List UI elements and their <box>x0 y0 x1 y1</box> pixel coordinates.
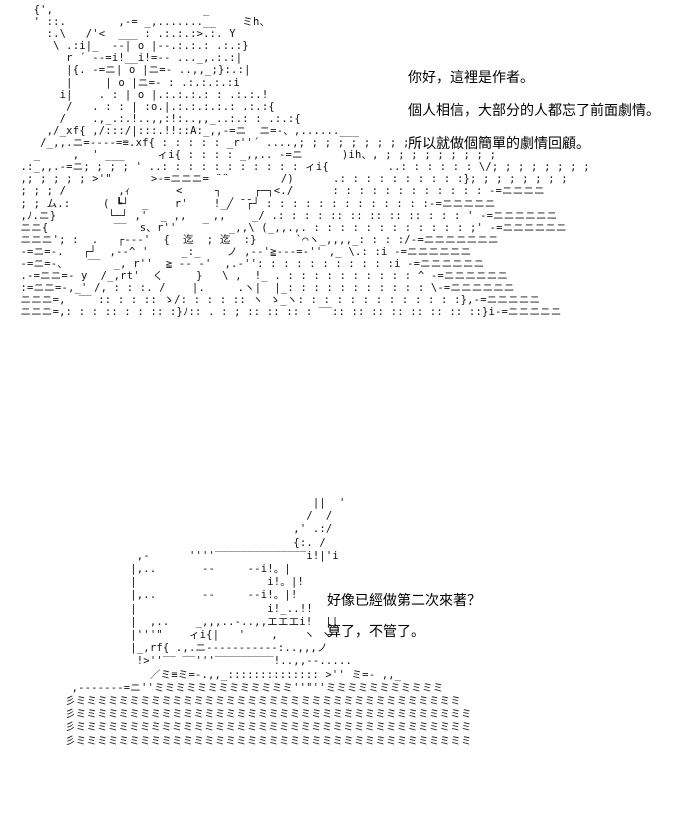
ascii-art-author-figure: {', _ ' ::. ,-= _,.......__ ミh、 :.\ /'< … <box>20 4 590 319</box>
dialogue-line: 你好，這裡是作者。 <box>408 70 534 86</box>
ascii-art-small-figure: || ' / / ,' .:/ {:. / ,- ''''‾‾‾‾‾‾‾‾‾‾‾… <box>65 497 472 747</box>
dialogue-line: 好像已經做第二次來著？ <box>327 593 481 609</box>
dialogue-line: 所以就做個簡單的劇情回顧。 <box>408 136 590 152</box>
panel-author-intro: {', _ ' ::. ,-= _,.......__ ミh、 :.\ /'< … <box>20 4 660 319</box>
dialogue-block-intro: 你好，這裡是作者。 個人相信，大部分的人都忘了前面劇情。 所以就做個簡單的劇情回… <box>408 68 660 154</box>
panel-second-recap: || ' / / ,' .:/ {:. / ,- ''''‾‾‾‾‾‾‾‾‾‾‾… <box>0 485 700 814</box>
dialogue-block-second: 好像已經做第二次來著？ 算了，不管了。 <box>327 591 481 642</box>
dialogue-line: 個人相信，大部分的人都忘了前面劇情。 <box>408 103 660 119</box>
dialogue-line: 算了，不管了。 <box>327 624 425 640</box>
